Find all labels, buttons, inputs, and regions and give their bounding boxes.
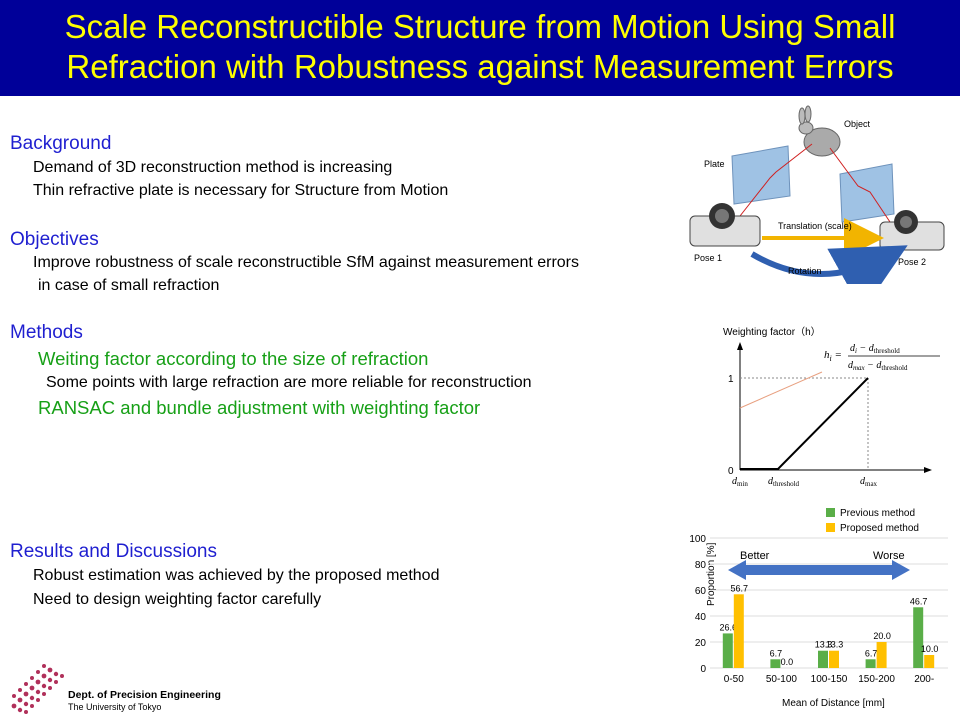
bar-previous: [865, 659, 876, 668]
bar-value-label: 56.7: [731, 583, 749, 593]
methods-heading: Methods: [10, 322, 83, 343]
x-tick-label: 0-50: [724, 674, 744, 685]
y-tick-label: 100: [689, 534, 706, 545]
bar-value-label: 13.3: [815, 640, 833, 650]
object-label: Object: [844, 119, 871, 129]
bar-value-label: 13.3: [826, 640, 844, 650]
background-item-2: Thin refractive plate is necessary for S…: [33, 182, 449, 199]
ray-left: [739, 143, 813, 217]
better-worse-arrow: [728, 560, 910, 580]
sfm-diagram: Object Plate Pose 1 Pose 2 Translation (…: [689, 105, 945, 284]
formula-lhs: hi =: [824, 349, 842, 363]
objectives-item-1: Improve robustness of scale reconstructi…: [33, 254, 580, 271]
pose1-label: Pose 1: [694, 253, 722, 263]
bar-value-label: 26.6: [720, 622, 738, 632]
title-line-1: Scale Reconstructible Structure from Mot…: [64, 8, 896, 45]
methods-item-2: RANSAC and bundle adjustment with weight…: [38, 397, 481, 418]
y-tick-label: 80: [695, 560, 707, 571]
x-label-dthreshold: dthreshold: [768, 476, 800, 488]
camera-pose2-icon: [879, 210, 945, 251]
weight-tick-zero: 0: [728, 466, 734, 477]
title-line-2: Refraction with Robustness against Measu…: [66, 48, 894, 85]
background-heading: Background: [10, 133, 112, 154]
bar-previous: [770, 659, 781, 668]
y-tick-label: 60: [695, 586, 707, 597]
worse-label: Worse: [873, 550, 905, 562]
weight-x-arrow-icon: [924, 467, 932, 473]
bar-value-label: 20.0: [873, 631, 891, 641]
chart-xlabel: Mean of Distance [mm]: [782, 698, 885, 709]
methods-item-1-sub: Some points with large refraction are mo…: [46, 374, 532, 391]
plate-label: Plate: [704, 159, 725, 169]
better-label: Better: [740, 550, 770, 562]
bar-value-label: 6.7: [865, 648, 878, 658]
x-tick-label: 100-150: [811, 674, 848, 685]
methods-item-1: Weiting factor according to the size of …: [38, 348, 429, 369]
bar-proposed: [924, 655, 935, 668]
results-heading: Results and Discussions: [10, 541, 217, 562]
weight-function-line: [740, 377, 869, 470]
objectives-heading: Objectives: [10, 229, 99, 250]
bar-value-label: 6.7: [770, 648, 783, 658]
y-tick-label: 20: [695, 638, 707, 649]
pose2-label: Pose 2: [898, 257, 926, 267]
results-item-1: Robust estimation was achieved by the pr…: [33, 567, 440, 584]
y-tick-label: 0: [700, 664, 706, 675]
plate-left-icon: [731, 145, 791, 205]
bar-proposed: [829, 650, 839, 668]
logo-mark-icon: [11, 664, 64, 714]
legend-swatch: [826, 523, 835, 532]
bar-previous: [913, 607, 924, 668]
rotation-label: Rotation: [788, 266, 822, 276]
bar-value-label: 0.0: [781, 657, 794, 667]
x-tick-label: 200-: [914, 674, 934, 685]
bar-proposed: [733, 594, 744, 668]
legend-label: Previous method: [840, 508, 915, 519]
bar-previous: [722, 633, 733, 668]
weighting-factor-chart: Weighting factor（h） hi = di − dthreshold…: [723, 326, 940, 488]
bar-value-label: 10.0: [921, 644, 939, 654]
bar-value-label: 46.7: [910, 596, 928, 606]
weight-chart-title: Weighting factor（h）: [723, 326, 821, 338]
objectives-item-2: in case of small refraction: [38, 277, 220, 294]
results-item-2: Need to design weighting factor carefull…: [33, 591, 322, 608]
formula-denominator: dmax − dthreshold: [848, 360, 908, 372]
translation-label: Translation (scale): [778, 221, 852, 231]
weight-y-arrow-icon: [737, 342, 743, 350]
university-logo: Dept. of Precision Engineering The Unive…: [11, 664, 221, 714]
logo-dept-text: Dept. of Precision Engineering: [68, 689, 221, 701]
bar-previous: [818, 650, 828, 668]
rotation-arrow: [750, 245, 908, 284]
chart-ylabel: Proportion [%]: [706, 542, 717, 606]
weight-linear-line: [739, 371, 823, 409]
y-tick-label: 40: [695, 612, 707, 623]
ray-right: [829, 147, 895, 229]
x-tick-label: 150-200: [858, 674, 895, 685]
x-label-dmin: dmin: [732, 476, 748, 488]
bar-proposed: [876, 642, 887, 668]
bunny-object-icon: [798, 105, 841, 157]
legend-label: Proposed method: [840, 523, 919, 534]
logo-univ-text: The University of Tokyo: [68, 702, 161, 712]
weight-tick-one: 1: [728, 374, 734, 385]
title-bar: Scale Reconstructible Structure from Mot…: [0, 0, 960, 96]
camera-pose1-icon: [689, 203, 761, 247]
legend-swatch: [826, 508, 835, 517]
background-item-1: Demand of 3D reconstruction method is in…: [33, 159, 393, 176]
formula-numerator: di − dthreshold: [850, 343, 900, 355]
x-label-dmax: dmax: [860, 476, 878, 488]
x-tick-label: 50-100: [766, 674, 798, 685]
